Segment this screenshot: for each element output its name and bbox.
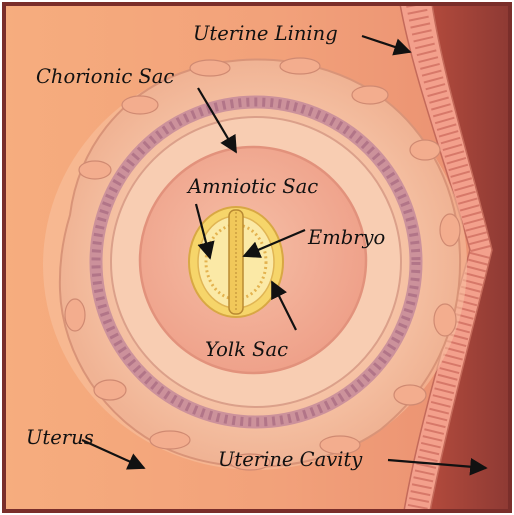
embryo-structure	[189, 207, 283, 317]
label-uterine-cavity: Uterine Cavity	[218, 448, 363, 471]
label-uterine-lining: Uterine Lining	[193, 22, 338, 45]
label-amniotic-sac: Amniotic Sac	[186, 175, 318, 198]
label-yolk-sac: Yolk Sac	[205, 338, 288, 361]
label-embryo: Embryo	[307, 226, 385, 249]
label-chorionic-sac: Chorionic Sac	[36, 65, 174, 88]
label-uterus: Uterus	[26, 426, 94, 449]
